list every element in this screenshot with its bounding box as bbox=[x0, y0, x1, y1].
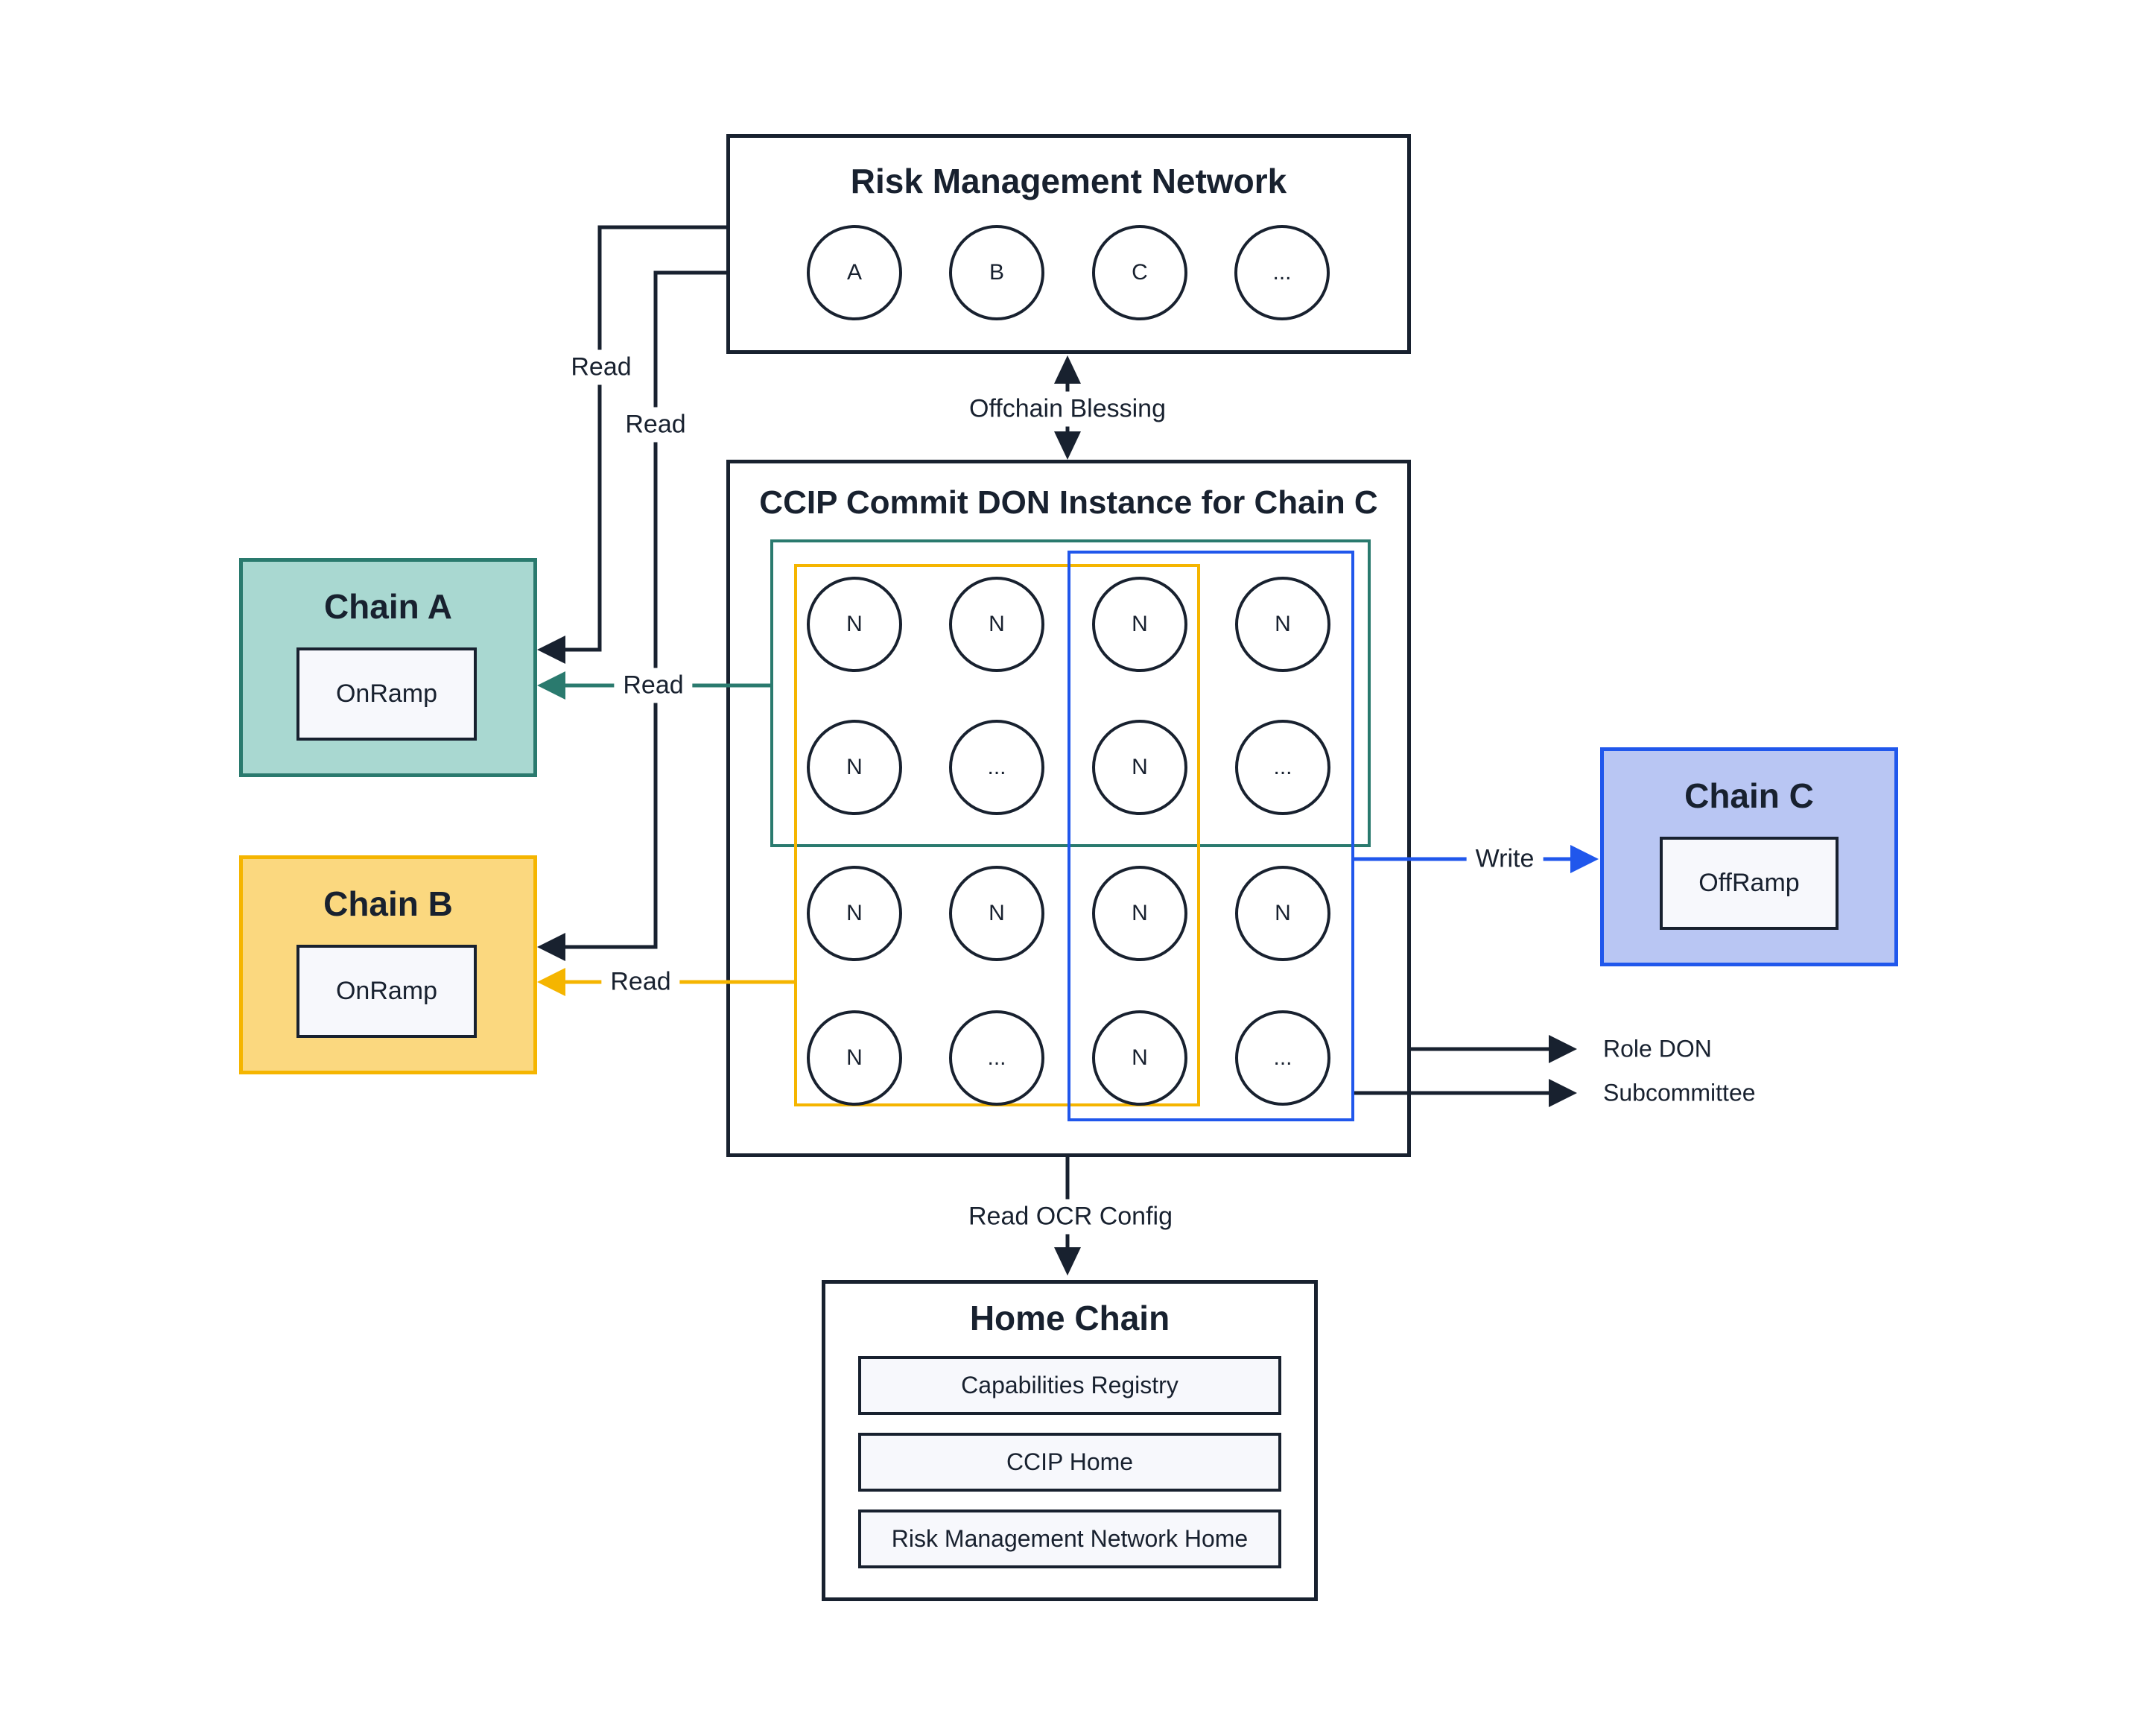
don-node: ... bbox=[1235, 720, 1330, 815]
don-node: ... bbox=[949, 1010, 1044, 1106]
rmn-node-c: C bbox=[1092, 225, 1187, 320]
edge-label-read-don-chain-b: Read bbox=[601, 964, 680, 1000]
don-node: N bbox=[1092, 577, 1187, 672]
chain-b-onramp-label: OnRamp bbox=[335, 977, 438, 1005]
edge-label-role-don: Role DON bbox=[1603, 1035, 1712, 1062]
subcommittee-outline-blue bbox=[1068, 551, 1354, 1121]
don-node: ... bbox=[1235, 1010, 1330, 1106]
chain-c-offramp-box: OffRamp bbox=[1660, 837, 1839, 930]
don-node-label: N bbox=[1132, 755, 1148, 779]
don-node-label: N bbox=[846, 612, 863, 636]
don-node: N bbox=[807, 720, 902, 815]
rmn-node-more-label: ... bbox=[1272, 260, 1292, 285]
rmn-node-more: ... bbox=[1234, 225, 1330, 320]
don-node-label: N bbox=[1132, 612, 1148, 636]
don-node: N bbox=[807, 866, 902, 961]
don-node: N bbox=[1092, 720, 1187, 815]
chain-b-title: Chain B bbox=[323, 884, 453, 923]
edge-label-subcommittee: Subcommittee bbox=[1603, 1079, 1756, 1106]
don-node-label: N bbox=[1275, 612, 1291, 636]
don-node: N bbox=[807, 1010, 902, 1106]
rmn-node-a-label: A bbox=[846, 260, 862, 285]
rmn-node-c-label: C bbox=[1132, 260, 1148, 285]
edge-label-write: Write bbox=[1466, 841, 1544, 877]
rmn-node-b-label: B bbox=[989, 260, 1004, 285]
don-node-label: ... bbox=[1273, 1045, 1292, 1070]
don-node: N bbox=[1235, 866, 1330, 961]
blessing-subset-outline-teal bbox=[770, 539, 1371, 847]
capabilities-registry-box: Capabilities Registry bbox=[858, 1356, 1281, 1415]
edge-label-read-rmn-chain-b: Read bbox=[616, 407, 695, 443]
chain-b-onramp-box: OnRamp bbox=[296, 945, 477, 1038]
don-node-label: N bbox=[846, 755, 863, 779]
capabilities-registry-label: Capabilities Registry bbox=[961, 1372, 1178, 1398]
don-node: N bbox=[949, 577, 1044, 672]
chain-a-onramp-label: OnRamp bbox=[335, 679, 438, 708]
edge-label-read-ocr-config: Read OCR Config bbox=[959, 1199, 1182, 1235]
chain-a-onramp-box: OnRamp bbox=[296, 647, 477, 741]
don-node-label: N bbox=[846, 901, 863, 925]
arrow-role-don bbox=[1411, 1035, 1577, 1063]
risk-management-network-home-label: Risk Management Network Home bbox=[891, 1525, 1249, 1552]
risk-management-network-title: Risk Management Network bbox=[850, 162, 1287, 200]
chain-a-title: Chain A bbox=[323, 587, 453, 626]
rmn-node-a: A bbox=[807, 225, 902, 320]
chain-c-offramp-label: OffRamp bbox=[1698, 869, 1800, 897]
don-node-label: N bbox=[1132, 901, 1148, 925]
don-node-label: N bbox=[1132, 1045, 1148, 1070]
arrow-read-rmn-to-chain-a bbox=[537, 225, 726, 664]
don-node: N bbox=[807, 577, 902, 672]
don-node-label: N bbox=[989, 901, 1005, 925]
don-node: N bbox=[1092, 866, 1187, 961]
don-node-label: ... bbox=[1273, 755, 1292, 779]
don-node-label: N bbox=[1275, 901, 1291, 925]
ccip-home-box: CCIP Home bbox=[858, 1433, 1281, 1492]
edge-label-read-rmn-chain-a: Read bbox=[562, 349, 641, 385]
rmn-node-b: B bbox=[949, 225, 1044, 320]
don-node: N bbox=[949, 866, 1044, 961]
edge-label-read-don-chain-a: Read bbox=[614, 668, 693, 703]
chain-c-title: Chain C bbox=[1684, 776, 1814, 815]
ccip-home-label: CCIP Home bbox=[1006, 1448, 1134, 1475]
don-node-label: N bbox=[989, 612, 1005, 636]
don-node: N bbox=[1092, 1010, 1187, 1106]
risk-management-network-home-box: Risk Management Network Home bbox=[858, 1510, 1281, 1568]
don-node-label: N bbox=[846, 1045, 863, 1070]
don-node-label: ... bbox=[987, 1045, 1006, 1070]
don-node: N bbox=[1235, 577, 1330, 672]
ccip-commit-don-title: CCIP Commit DON Instance for Chain C bbox=[759, 484, 1378, 521]
don-node: ... bbox=[949, 720, 1044, 815]
don-node-label: ... bbox=[987, 755, 1006, 779]
edge-label-offchain-blessing: Offchain Blessing bbox=[960, 391, 1175, 427]
home-chain-title: Home Chain bbox=[969, 1299, 1170, 1337]
